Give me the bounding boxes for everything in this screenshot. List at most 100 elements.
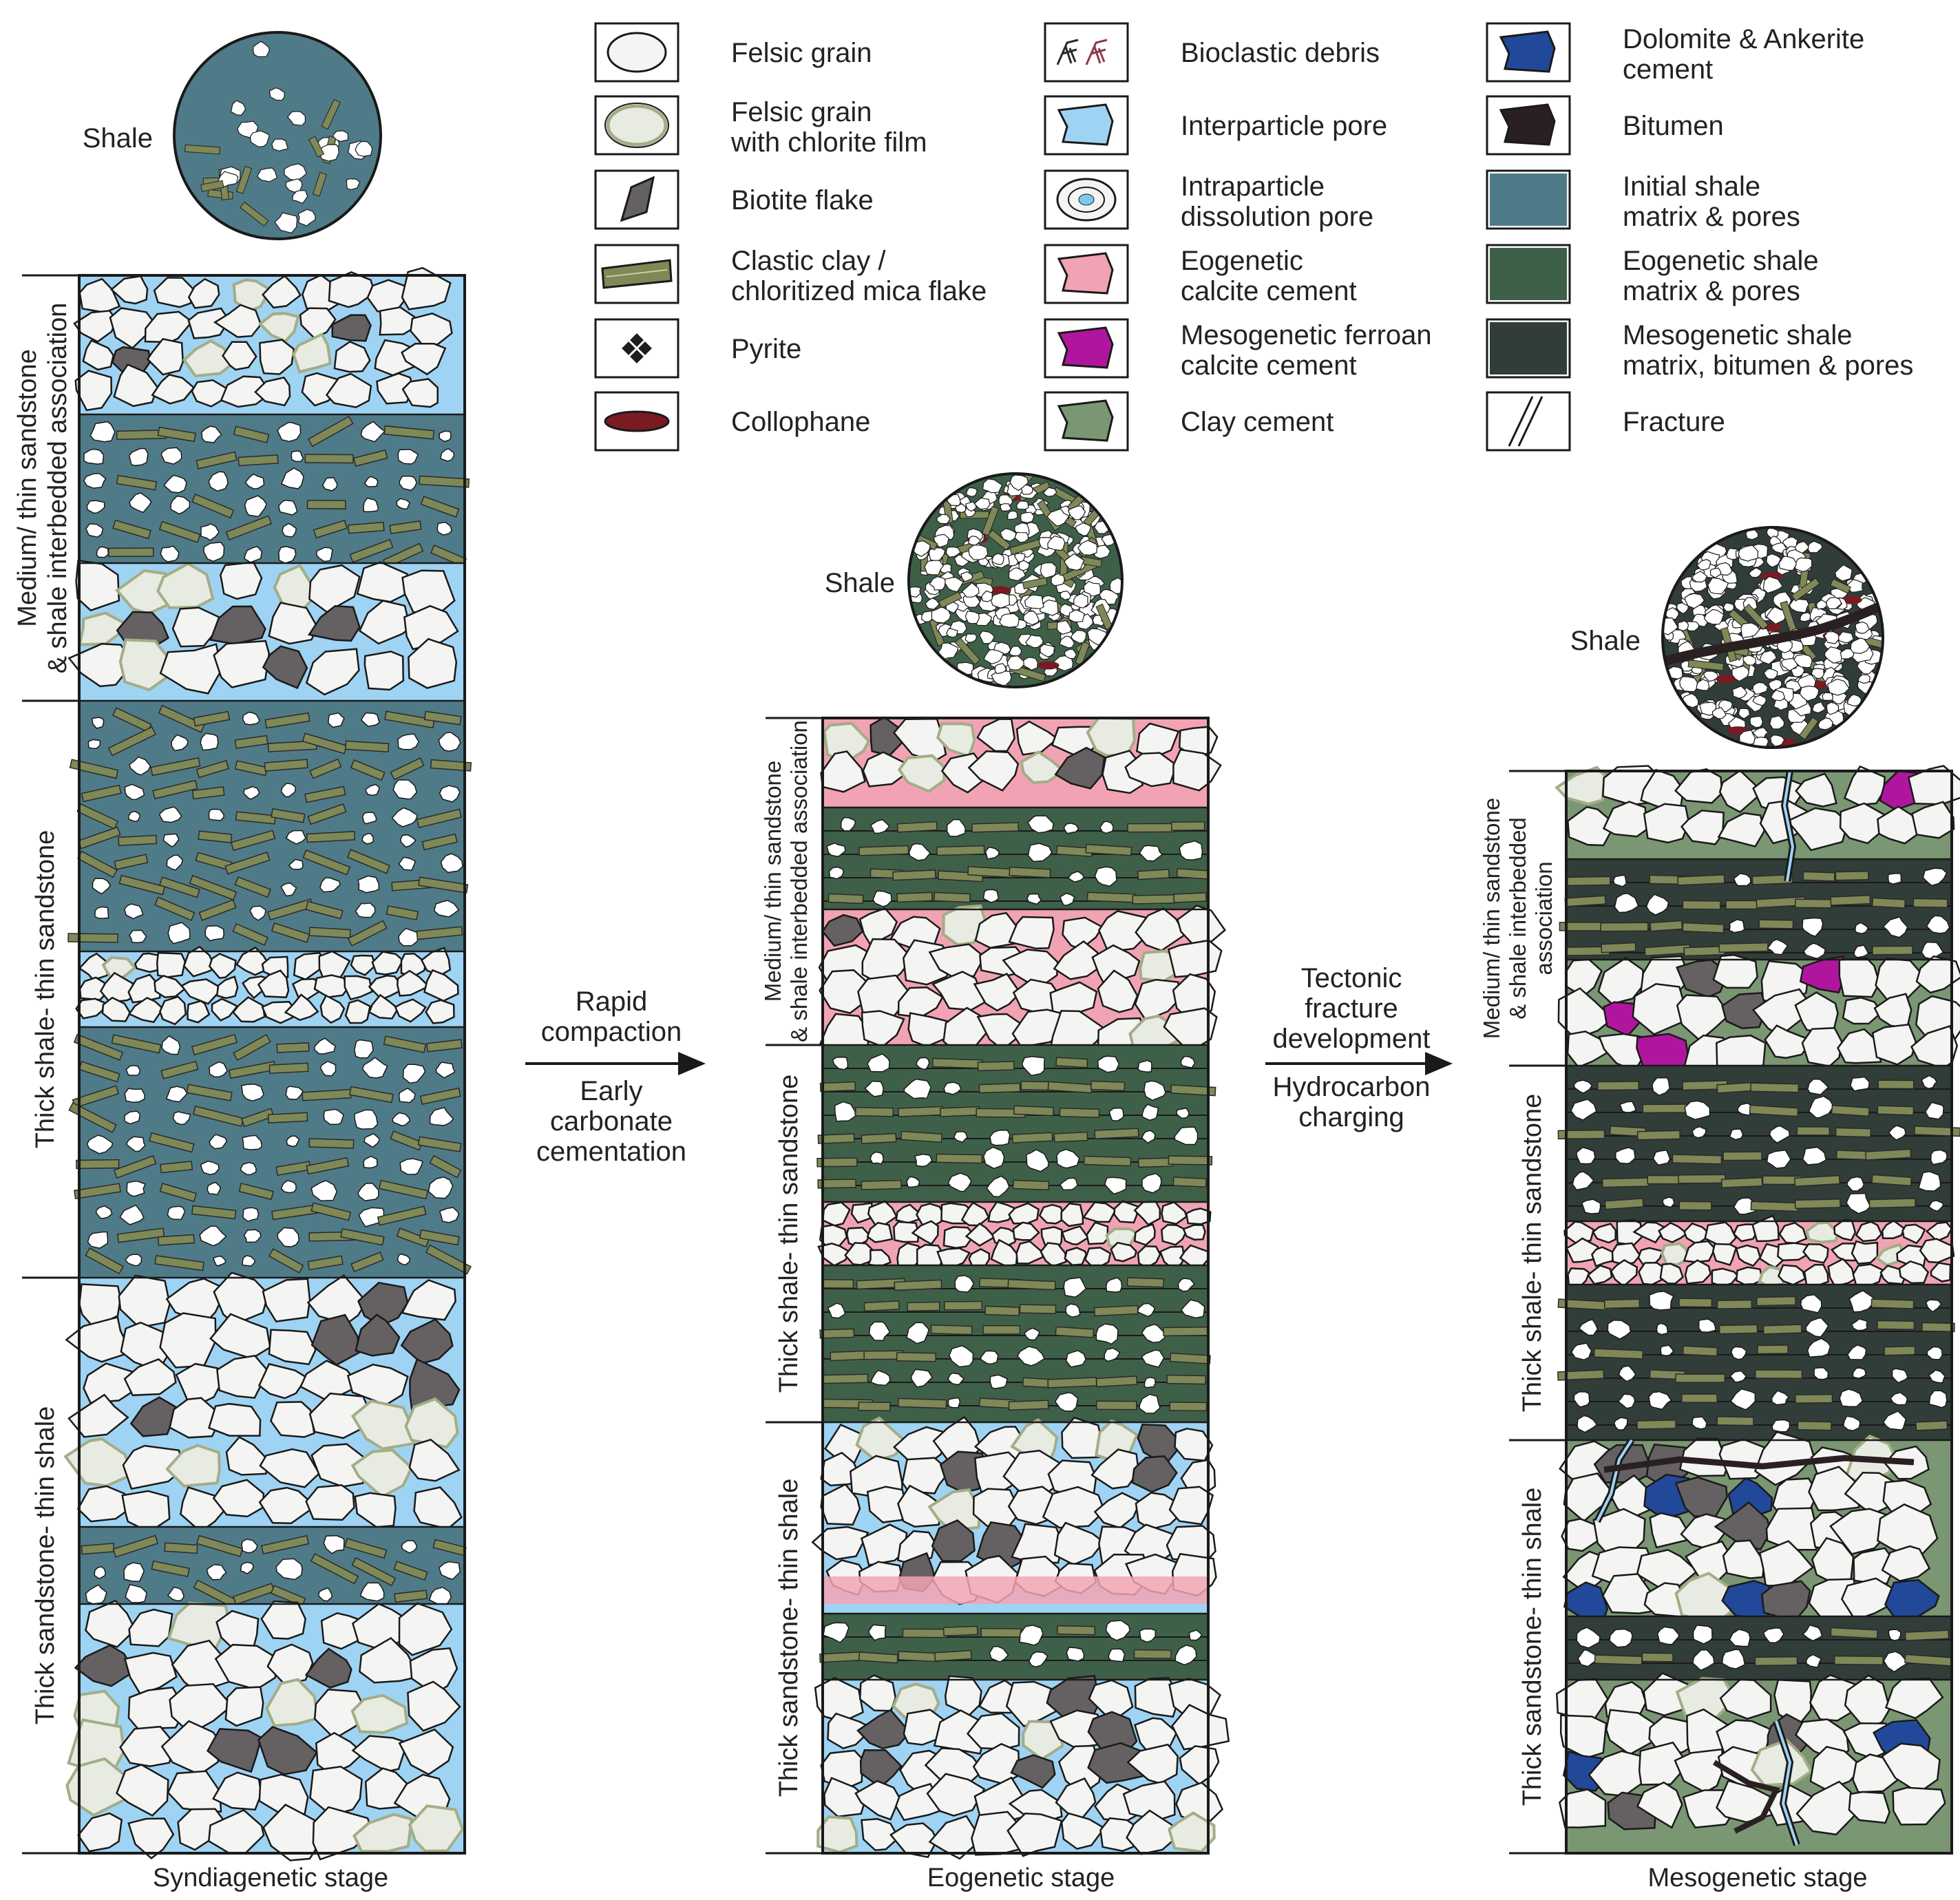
- legend-item-bitumen: Bitumen: [1486, 95, 1724, 156]
- arrow-compaction: [525, 1052, 706, 1075]
- clay-flake-icon: [601, 259, 673, 289]
- intraparticle-pore-icon: [1056, 178, 1117, 222]
- ferroan-calcite-icon: [1057, 326, 1114, 369]
- legend-item-clay-cement: Clay cement: [1044, 391, 1334, 452]
- interval-label-thick-shale-1: Thick shale- thin sandstone: [31, 830, 60, 1149]
- legend-label: matrix & pores: [1623, 276, 1800, 306]
- interval-label-medium-3c: association: [1531, 861, 1557, 975]
- legend-label: Biotite flake: [731, 185, 874, 215]
- legend-label: Collophane: [731, 407, 870, 437]
- mesogenetic-column: [1555, 765, 1960, 1855]
- legend-item-interparticle-pore: Interparticle pore: [1044, 95, 1387, 156]
- legend-label: Bioclastic debris: [1181, 38, 1380, 68]
- clay-cement-icon: [1057, 399, 1114, 442]
- legend-label: matrix & pores: [1623, 202, 1800, 232]
- stage-label-syndiagenetic: Syndiagenetic stage: [153, 1864, 388, 1892]
- legend-label: Eogenetic: [1181, 246, 1303, 276]
- interparticle-pore-icon: [1057, 103, 1114, 146]
- fracture-icon: [1508, 396, 1543, 447]
- mesogenetic-shale-circle: [1661, 526, 1884, 749]
- arrow2-below-2: charging: [1298, 1102, 1404, 1132]
- stage-label-mesogenetic: Mesogenetic stage: [1648, 1864, 1868, 1892]
- syndiagenetic-column: [63, 266, 472, 1861]
- legend-label: Felsic grain: [731, 97, 872, 127]
- legend-label: Mesogenetic shale: [1623, 320, 1853, 350]
- arrow1-above-1: Rapid: [576, 986, 648, 1017]
- eogenetic-shale-icon: [1490, 248, 1567, 300]
- eogenetic-calcite-icon: [1057, 252, 1114, 295]
- legend-item-pyrite: Pyrite: [594, 318, 801, 379]
- interval-label-thick-sand-1: Thick sandstone- thin shale: [31, 1406, 60, 1725]
- interval-label-thick-shale-2: Thick shale- thin sandstone: [774, 1075, 803, 1393]
- legend-label: Initial shale: [1623, 171, 1760, 202]
- legend-label: Bitumen: [1623, 111, 1724, 141]
- legend-label: Clay cement: [1181, 407, 1334, 437]
- shale-label-3: Shale: [1570, 626, 1641, 656]
- arrow2-above-1: Tectonic: [1301, 963, 1402, 993]
- legend-label: matrix, bitumen & pores: [1623, 350, 1913, 381]
- arrow2-above-3: development: [1272, 1024, 1430, 1054]
- interval-label-medium-1b: & shale interbedded association: [43, 303, 72, 674]
- legend-label: Eogenetic shale: [1623, 246, 1819, 276]
- syndiagenetic-shale-circle: [173, 31, 382, 240]
- eogenetic-column: [811, 716, 1230, 1860]
- legend-label: Mesogenetic ferroan: [1181, 320, 1432, 350]
- legend-label: calcite cement: [1181, 350, 1357, 381]
- dolomite-ankerite-icon: [1499, 30, 1556, 73]
- stage3-intervals: [1509, 770, 1952, 1855]
- legend-label: Interparticle pore: [1181, 111, 1387, 141]
- legend-label: with chlorite film: [730, 127, 927, 158]
- legend-label: chloritized mica flake: [731, 276, 987, 306]
- felsic-grain-chlorite-icon: [604, 103, 669, 148]
- interval-label-medium-3a: Medium/ thin sandstone: [1479, 798, 1504, 1039]
- legend-label: cement: [1623, 54, 1713, 85]
- legend-label: Felsic grain: [731, 38, 872, 68]
- initial-shale-icon: [1490, 173, 1567, 226]
- legend-label: Fracture: [1623, 407, 1725, 437]
- bioclastic-debris-icon: [1056, 39, 1108, 65]
- shale-label-2: Shale: [825, 568, 895, 598]
- legend-item-collophane: Collophane: [594, 391, 870, 452]
- arrow1-above-2: compaction: [541, 1017, 682, 1047]
- legend-label: Dolomite & Ankerite: [1623, 24, 1864, 54]
- stage2-intervals: [766, 717, 1208, 1855]
- stage-label-eogenetic: Eogenetic stage: [927, 1864, 1115, 1892]
- legend-label: Pyrite: [731, 334, 801, 364]
- mesogenetic-shale-icon: [1490, 322, 1567, 374]
- felsic-grain-icon: [607, 32, 667, 73]
- arrow2-below-1: Hydrocarbon: [1272, 1072, 1430, 1102]
- arrow1-below-1: Early: [580, 1076, 642, 1106]
- bitumen-icon: [1499, 103, 1556, 146]
- interval-label-medium-2b: & shale interbedded association: [786, 720, 812, 1042]
- interval-label-thick-sand-3: Thick sandstone- thin shale: [1518, 1488, 1547, 1806]
- arrow1-below-3: cementation: [536, 1137, 686, 1167]
- collophane-icon: [604, 410, 670, 432]
- stage1-intervals: [22, 274, 465, 1855]
- legend-label: dissolution pore: [1181, 202, 1373, 232]
- arrow1-below-2: carbonate: [550, 1106, 673, 1137]
- legend-item-felsic-grain: Felsic grain: [594, 22, 872, 83]
- shale-label-1: Shale: [83, 123, 153, 154]
- legend-item-bioclastic-debris: Bioclastic debris: [1044, 22, 1380, 83]
- eogenetic-shale-circle: [907, 472, 1124, 688]
- legend-item-fracture: Fracture: [1486, 391, 1725, 452]
- interval-label-medium-3b: & shale interbedded: [1505, 817, 1530, 1020]
- biotite-flake-icon: [620, 176, 655, 222]
- legend-label: Intraparticle: [1181, 171, 1325, 202]
- legend-label: Clastic clay /: [731, 246, 886, 276]
- arrow-fracture: [1265, 1052, 1453, 1075]
- arrow2-above-2: fracture: [1305, 993, 1398, 1024]
- legend-label: calcite cement: [1181, 276, 1357, 306]
- interval-label-thick-sand-2: Thick sandstone- thin shale: [774, 1479, 803, 1797]
- interval-label-thick-shale-3: Thick shale- thin sandstone: [1518, 1094, 1547, 1413]
